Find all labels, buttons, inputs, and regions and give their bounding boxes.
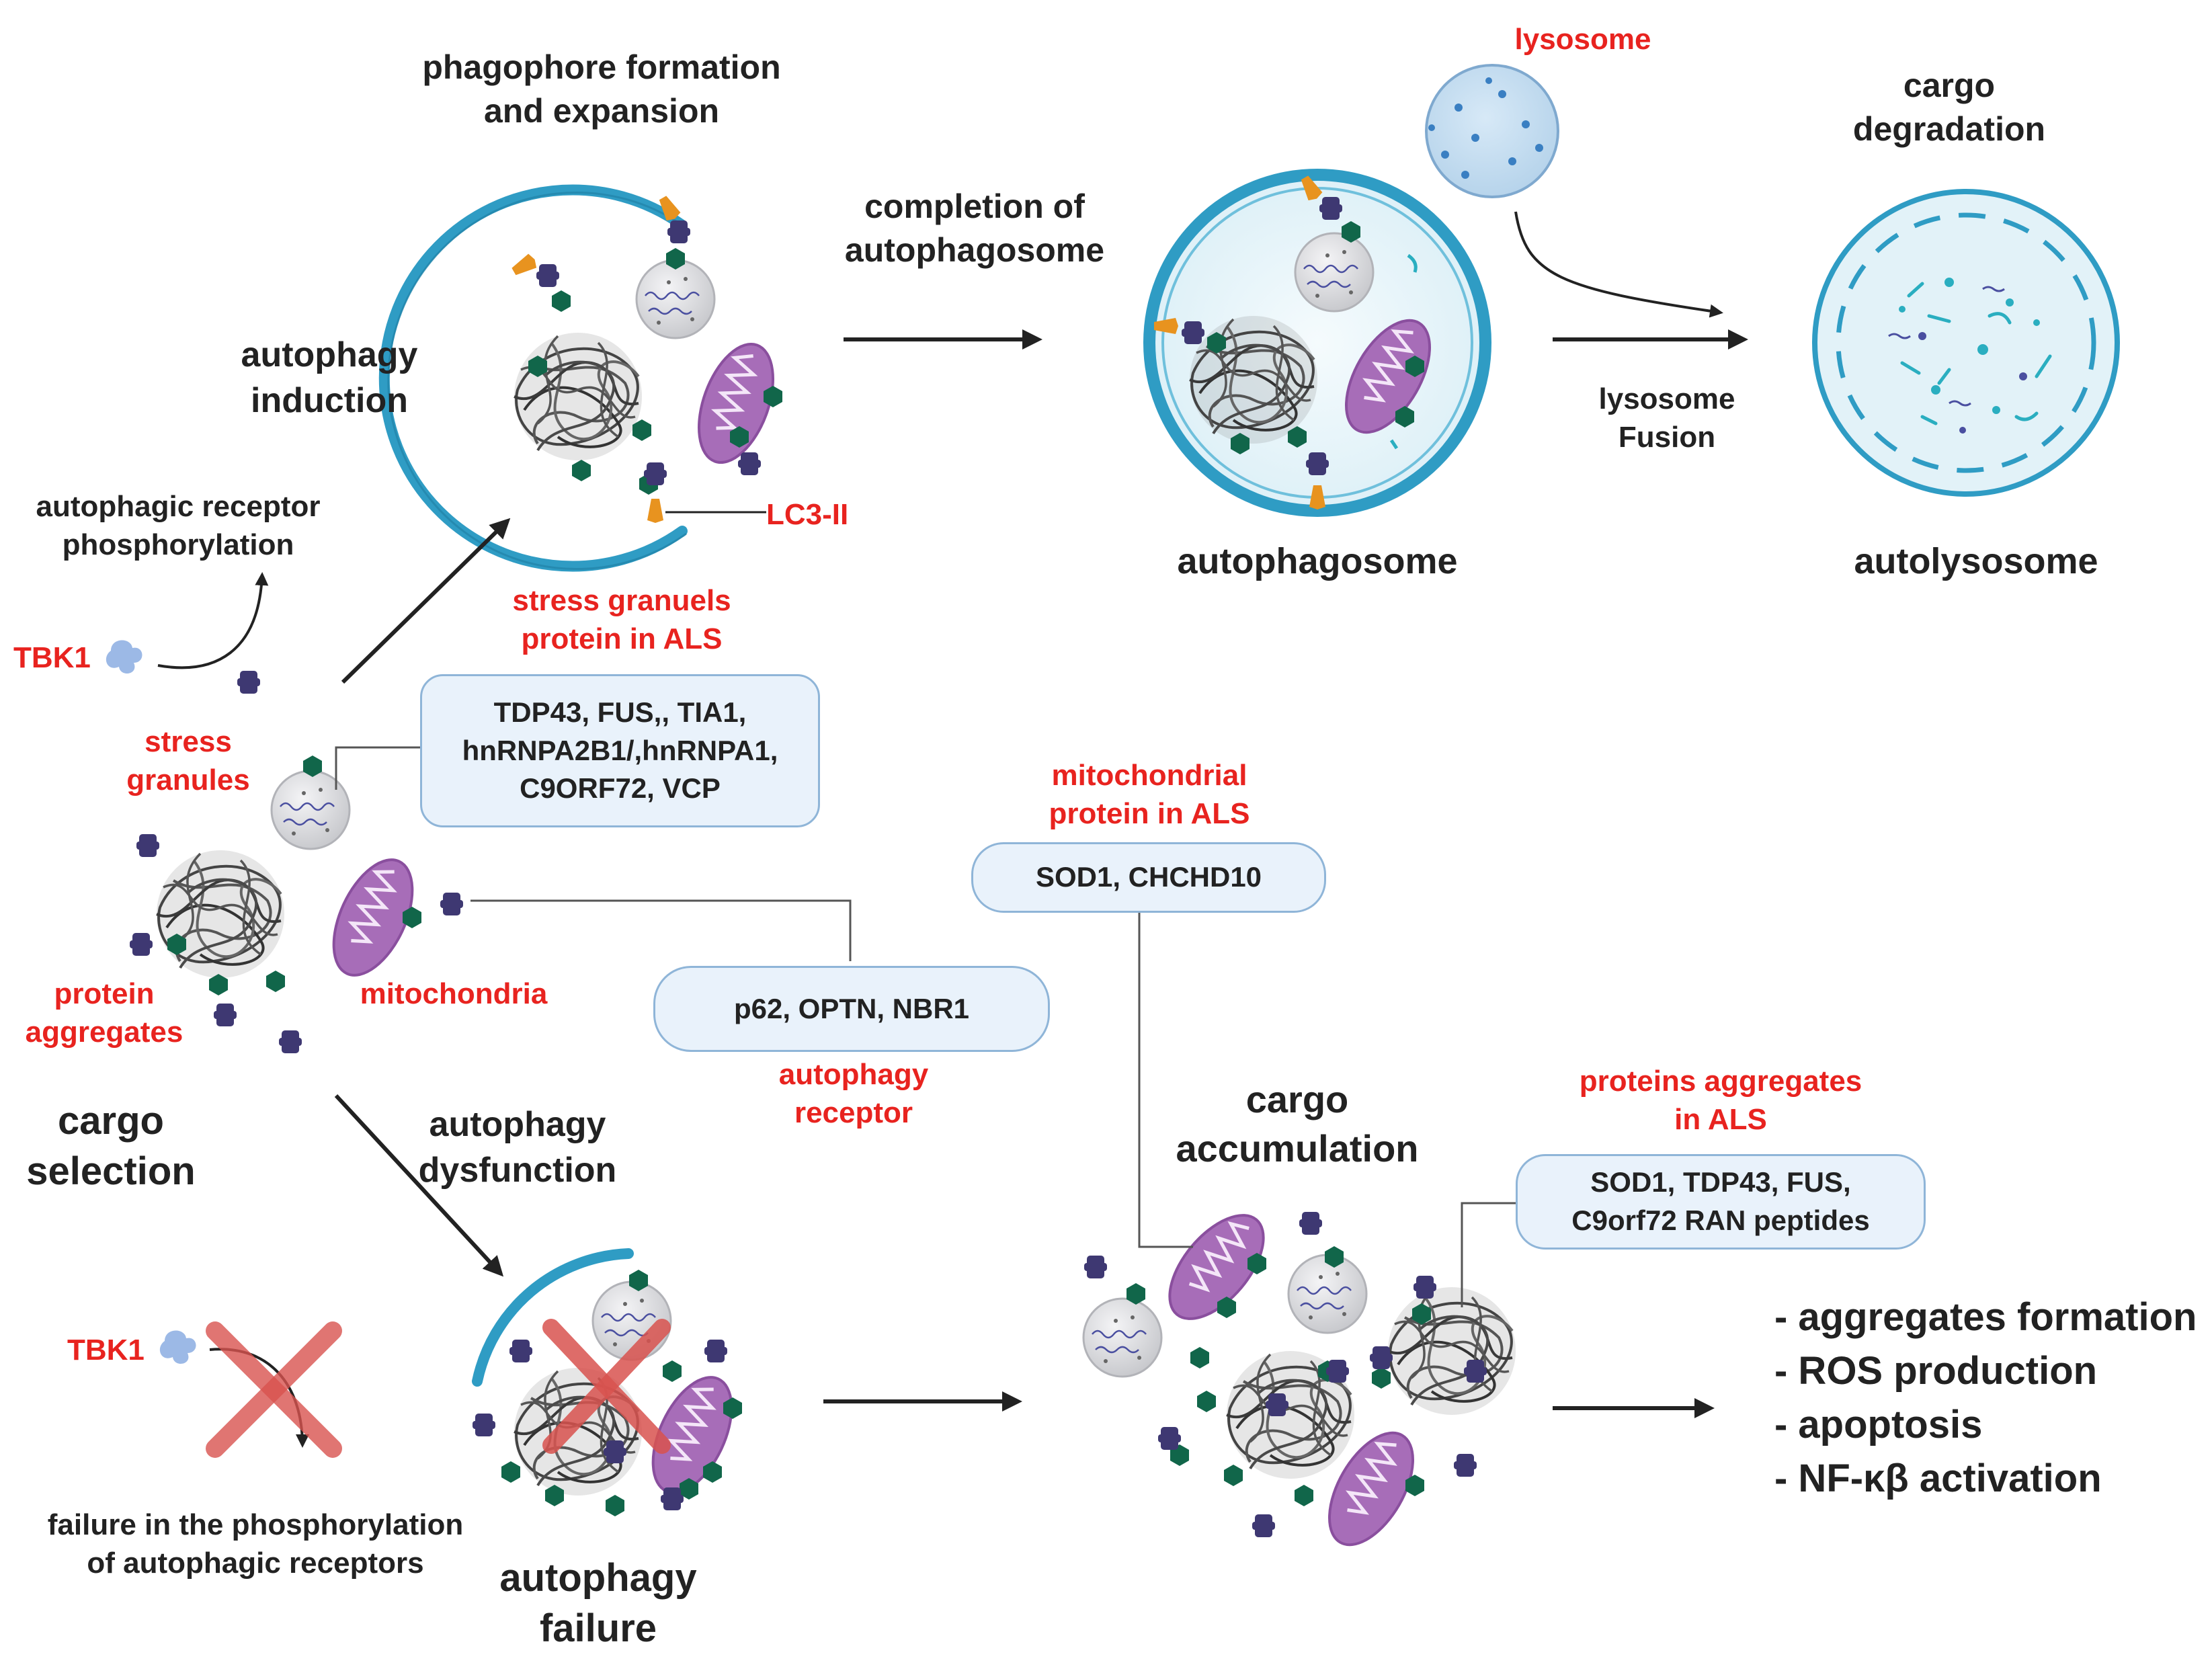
autophagy-failure-label: autophagy failure: [499, 1556, 697, 1651]
cargo-accumulation-label: cargo accumulation: [1176, 1078, 1419, 1170]
phagophore-formation-label: phagophore formation and expansion: [422, 48, 781, 130]
autophagosome-graphic: [1143, 169, 1491, 517]
cargo-degradation-label: cargo degradation: [1852, 67, 2046, 148]
failure-phosphorylation-label: failure in the phosphorylation of autoph…: [47, 1508, 464, 1580]
lc3-ii-label: LC3-II: [766, 498, 849, 531]
flow-arrows: [157, 211, 1748, 1418]
outcomes-list: - aggregates formation - ROS production …: [1774, 1291, 2205, 1519]
autophagy-induction-label: autophagy induction: [241, 335, 418, 420]
mitochondria-label: mitochondria: [360, 977, 548, 1010]
autophagy-dysfunction-label: autophagy dysfunction: [418, 1105, 617, 1190]
cargo-selection-label: cargo selection: [26, 1099, 196, 1194]
outcome-item: - ROS production: [1774, 1349, 2098, 1393]
mitochondrial-proteins-box: SOD1, CHCHD10: [971, 842, 1326, 913]
stress-granules-label: stress granules: [126, 725, 250, 797]
autophagosome-label: autophagosome: [1177, 541, 1458, 581]
autophagy-receptor-label: autophagy receptor: [778, 1058, 929, 1130]
outcome-item: - apoptosis: [1774, 1403, 1983, 1446]
tbk1-label-bottom: TBK1: [67, 1334, 145, 1366]
lysosome-graphic: [1425, 64, 1559, 198]
lysosome-fusion-label: lysosome Fusion: [1598, 382, 1735, 454]
aggregate-proteins-box: SOD1, TDP43, FUS, C9orf72 RAN peptides: [1516, 1154, 1926, 1250]
lysosome-label: lysosome: [1514, 23, 1651, 56]
proteins-aggregates-als-label: proteins aggregates in ALS: [1579, 1065, 1862, 1137]
connector-lines: [335, 746, 1516, 1307]
mitochondrial-protein-als-label: mitochondrial protein in ALS: [1049, 759, 1250, 831]
autolysosome-label: autolysosome: [1854, 541, 2098, 581]
autophagic-receptor-phosphorylation-label: autophagic receptor phosphorylation: [36, 490, 321, 562]
autophagy-failure-cluster: [472, 1248, 747, 1516]
phagophore: [378, 184, 788, 572]
tbk1-failure-cross: [159, 1321, 342, 1458]
outcome-item: - NF-κβ activation: [1774, 1457, 2102, 1500]
autolysosome-graphic: [1812, 189, 2120, 497]
stress-granules-als-label: stress granuels protein in ALS: [512, 584, 731, 656]
cargo-accumulation-cluster: [1082, 1199, 1517, 1559]
autophagy-receptors-box: p62, OPTN, NBR1: [653, 966, 1050, 1052]
stress-granule-proteins-box: TDP43, FUS,, TIA1, hnRNPA2B1/,hnRNPA1, C…: [420, 674, 820, 827]
tbk1-label-top: TBK1: [13, 641, 91, 674]
protein-aggregates-label: protein aggregates: [25, 977, 183, 1049]
outcome-item: - aggregates formation: [1774, 1295, 2197, 1339]
completion-of-autophagosome-label: completion of autophagosome: [844, 188, 1105, 269]
